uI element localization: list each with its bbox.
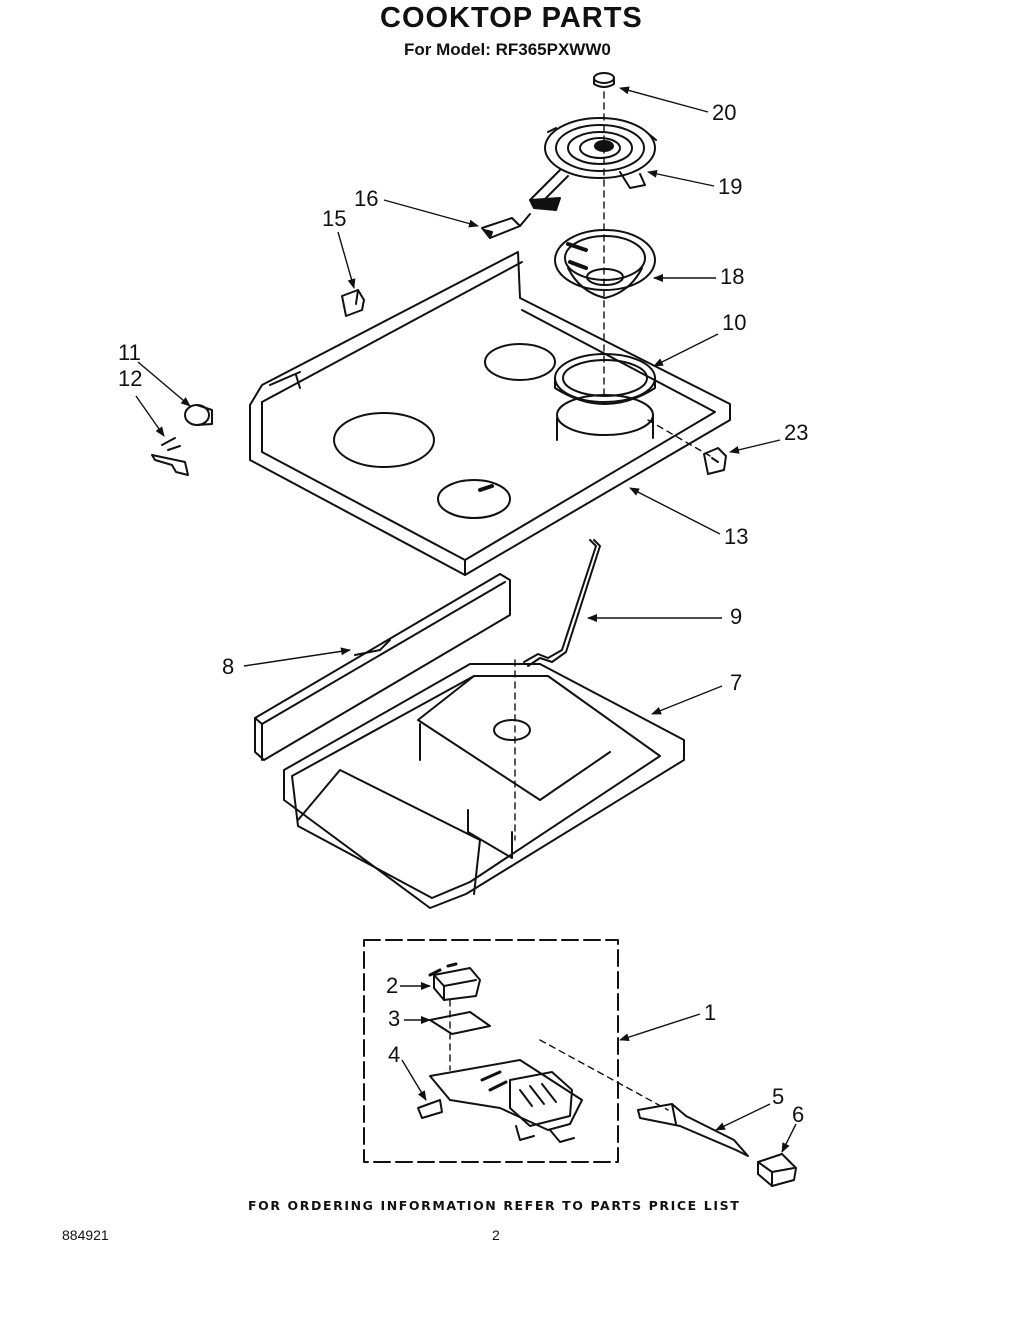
callout-5: 5 (772, 1084, 785, 1109)
leader-20 (619, 86, 709, 113)
leader-15 (337, 231, 356, 289)
part-13-cooktop (249, 251, 731, 576)
ordering-note: FOR ORDERING INFORMATION REFER TO PARTS … (248, 1198, 741, 1213)
leader-7 (651, 685, 723, 715)
part-19-coil-element (529, 117, 657, 211)
leader-16 (383, 199, 479, 228)
callout-19: 19 (718, 174, 743, 199)
callout-7: 7 (730, 670, 743, 695)
callout-1: 1 (704, 1000, 717, 1025)
part-7-burner-box (283, 663, 685, 909)
callout-23: 23 (784, 420, 809, 445)
leader-1 (619, 1013, 701, 1042)
part-6-connector (757, 1153, 797, 1187)
model-subtitle: For Model: RF365PXWW0 (404, 40, 611, 59)
leader-8 (243, 647, 351, 667)
callout-20: 20 (712, 100, 737, 125)
leader-19 (647, 169, 715, 187)
part-11-knob-bracket (184, 404, 213, 426)
leader-5 (715, 1103, 771, 1131)
part-8-front-panel (254, 573, 511, 761)
document-number: 884921 (62, 1227, 109, 1243)
part-9-rod (523, 539, 601, 667)
part-16-terminal-block (481, 213, 531, 239)
leader-13 (629, 487, 721, 535)
leader-4 (401, 1059, 427, 1101)
callout-10: 10 (722, 310, 747, 335)
part-1-kit-box (363, 939, 619, 1163)
leader-10 (653, 333, 719, 367)
part-4-plate (417, 1099, 443, 1119)
callout-2: 2 (386, 973, 399, 998)
part-3-insulator (429, 1011, 491, 1035)
assembly-lines (449, 91, 711, 1111)
part-1-bracket-assembly (429, 1059, 583, 1143)
callout-6: 6 (792, 1102, 805, 1127)
callout-3: 3 (388, 1006, 401, 1031)
leader-6 (781, 1123, 797, 1153)
callout-12: 12 (118, 366, 143, 391)
page-number: 2 (492, 1227, 500, 1243)
callout-9: 9 (730, 604, 743, 629)
part-12-hinge (151, 437, 189, 476)
part-18-drip-bowl (554, 229, 656, 299)
callout-15: 15 (322, 206, 347, 231)
leader-12 (135, 395, 165, 437)
callout-8: 8 (222, 654, 235, 679)
callout-13: 13 (724, 524, 749, 549)
page-title: COOKTOP PARTS (380, 2, 643, 34)
leader-23 (729, 439, 781, 454)
part-10-trim-ring (554, 353, 656, 405)
callout-18: 18 (720, 264, 745, 289)
part-2-switch (428, 962, 481, 1001)
part-23-side-clip (703, 447, 727, 475)
callout-11: 11 (118, 340, 141, 365)
part-5-wire-harness (637, 1103, 749, 1157)
part-20-cap (593, 72, 615, 88)
callout-4: 4 (388, 1042, 401, 1067)
callout-16: 16 (354, 186, 379, 211)
part-15-clip (341, 289, 365, 317)
leader-11 (137, 361, 191, 407)
